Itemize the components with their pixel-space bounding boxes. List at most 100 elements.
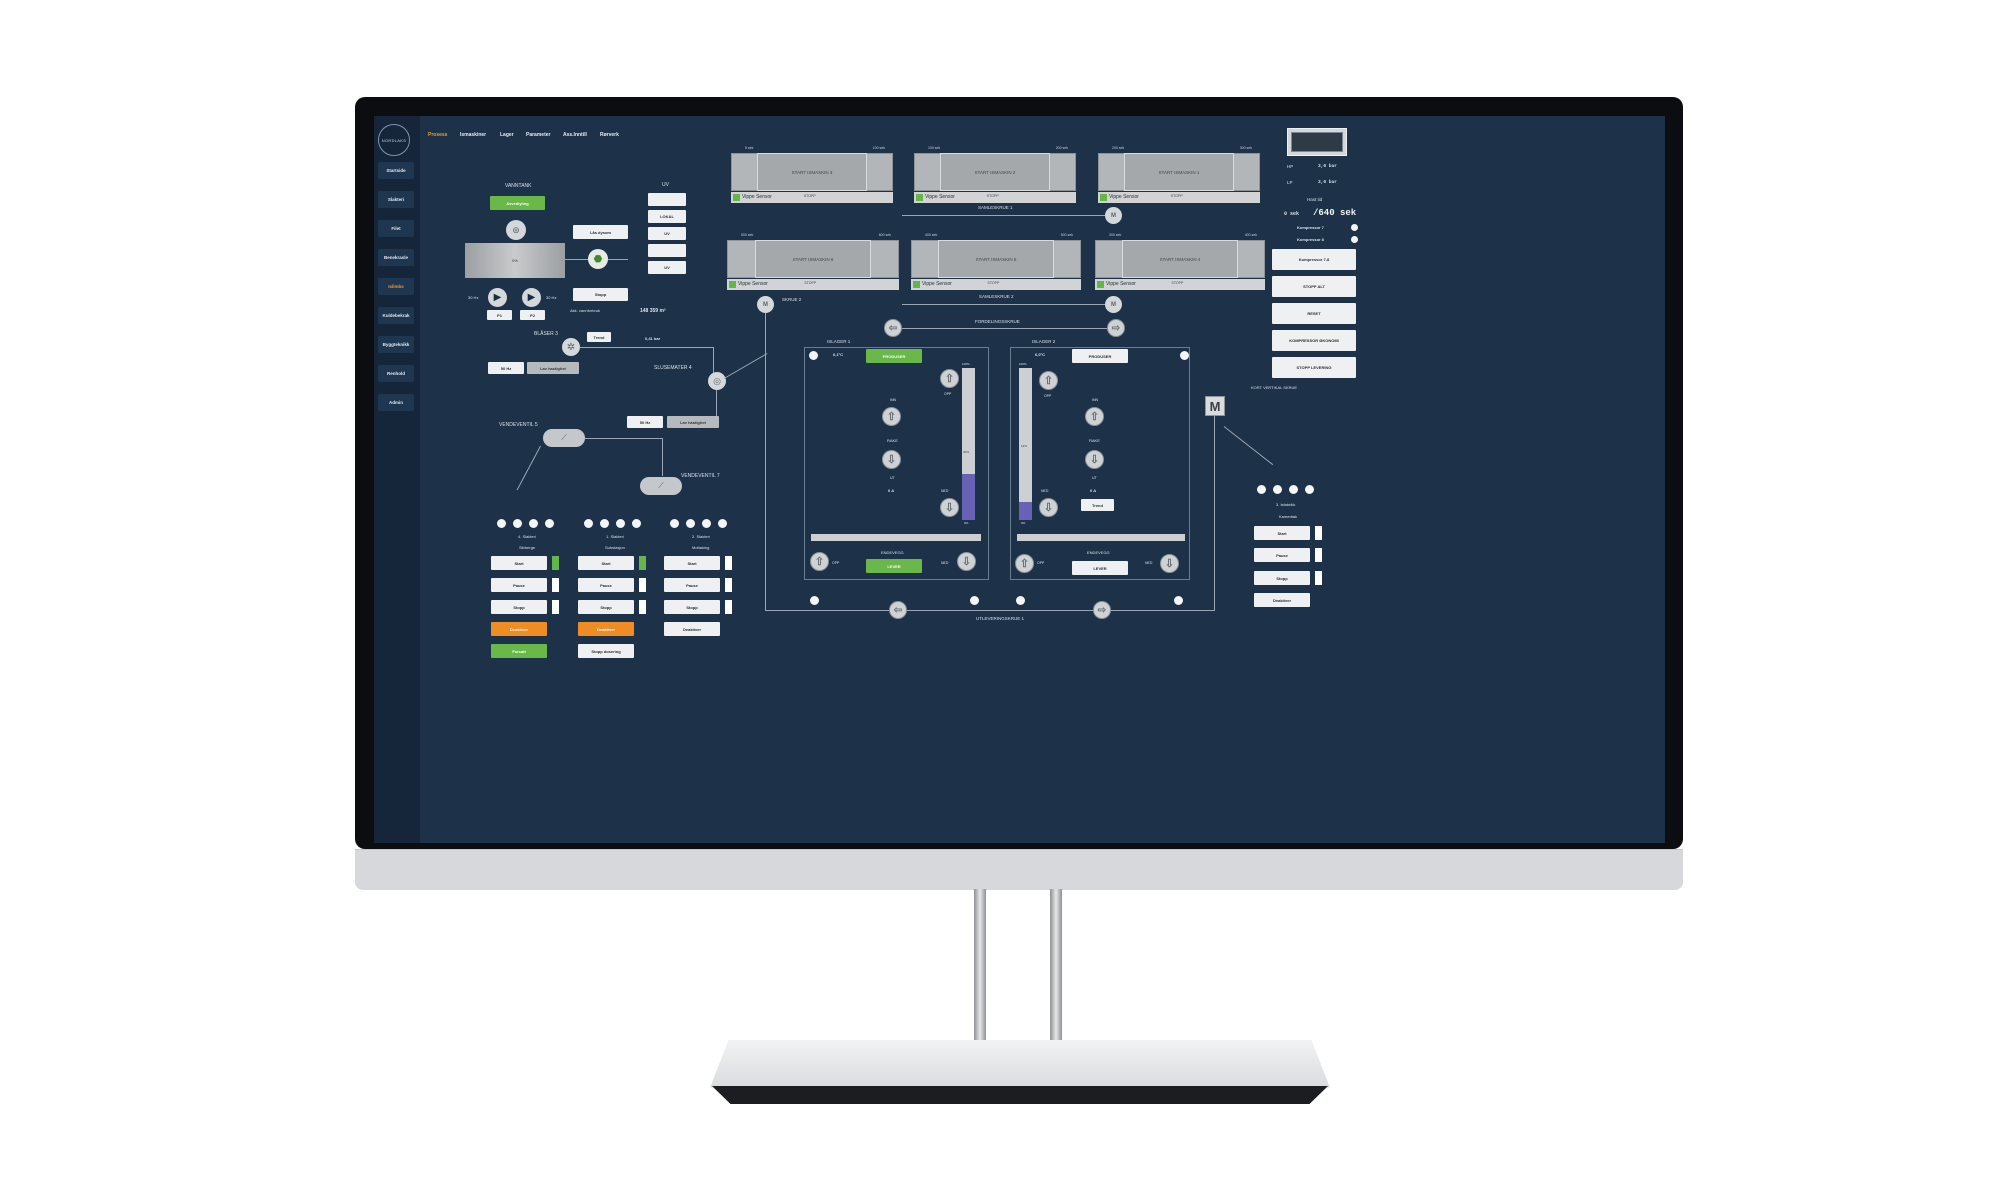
station4-stopp-button[interactable]: Stopp bbox=[1254, 571, 1310, 585]
silo2-trend-button[interactable]: Trend bbox=[1081, 499, 1114, 511]
silo2-endevegg-ned-arrow-icon[interactable]: ⇩ bbox=[1160, 554, 1179, 573]
silo1-produser-button[interactable]: PRODUSER bbox=[866, 349, 922, 363]
ice-machine-1[interactable]: 200 sek 300 sek START ISMASKIN 1 Vippe S… bbox=[1098, 144, 1260, 204]
dosing-pump-icon[interactable]: ⊛ bbox=[506, 220, 526, 240]
pump-p1-button[interactable]: P1 bbox=[487, 310, 512, 320]
stopp-levering-button[interactable]: STOPP LEVERING bbox=[1272, 357, 1356, 378]
station1-deaktiver-button[interactable]: Deaktiver bbox=[491, 622, 547, 636]
ice-machine-6-stop[interactable]: STOPP bbox=[804, 281, 817, 285]
ice-machine-2-stop[interactable]: STOPP bbox=[986, 194, 999, 198]
las-dysom-button[interactable]: Lås dysom bbox=[573, 225, 628, 239]
uv-row-5[interactable]: UV bbox=[648, 261, 686, 274]
station1-pause-button[interactable]: Pause bbox=[491, 578, 547, 592]
tab-ass-inntill[interactable]: Ass.Inntill bbox=[563, 132, 587, 138]
silo1-lever-button[interactable]: LEVER bbox=[866, 559, 922, 573]
avvedlyling-button[interactable]: Avvedlyling bbox=[490, 196, 545, 210]
sidebar-item-islimbs[interactable]: Islimbs bbox=[378, 278, 414, 295]
silo1-endevegg-ned-arrow-icon[interactable]: ⇩ bbox=[957, 552, 976, 571]
ice-machine-6-start-button[interactable]: START ISMASKIN 6 bbox=[754, 240, 872, 278]
slusemater-icon[interactable]: ◎ bbox=[708, 372, 726, 390]
tab-rorverk[interactable]: Rørverk bbox=[600, 132, 619, 138]
station1-forsatt-button[interactable]: Forsatt bbox=[491, 644, 547, 658]
utlevering-right-arrow-icon[interactable]: ⇨ bbox=[1093, 601, 1111, 619]
station3-start-button[interactable]: Start bbox=[664, 556, 720, 570]
compressor-controller[interactable] bbox=[1287, 128, 1347, 156]
tab-prosess[interactable]: Prosess bbox=[428, 132, 448, 138]
silo2-ned-arrow-icon[interactable]: ⇩ bbox=[1039, 498, 1058, 517]
sidebar-item-renhold[interactable]: Renhold bbox=[378, 365, 414, 382]
sluse-status-button[interactable]: Lav hastighet bbox=[667, 416, 719, 428]
station4-start-button[interactable]: Start bbox=[1254, 526, 1310, 540]
blaser3-trend-button[interactable]: Trend bbox=[587, 332, 611, 342]
silo1-ned-arrow-icon[interactable]: ⇩ bbox=[940, 498, 959, 517]
samleskrue2-motor-icon[interactable]: M bbox=[1105, 296, 1122, 313]
uv-row-2[interactable]: LOKAL bbox=[648, 210, 686, 223]
water-tank[interactable]: 0% bbox=[465, 243, 565, 278]
pump-p2-button[interactable]: P2 bbox=[520, 310, 545, 320]
kompressor-okonomi-button[interactable]: KOMPRESSOR ØKONOMI bbox=[1272, 330, 1356, 351]
station1-start-button[interactable]: Start bbox=[491, 556, 547, 570]
station2-stopp-dosering-button[interactable]: Stopp dosering bbox=[578, 644, 634, 658]
silo2-inn-arrow-icon[interactable]: ⇧ bbox=[1085, 407, 1104, 426]
blaser3-status-button[interactable]: Lav hastighet bbox=[527, 362, 579, 374]
uv-pump-icon[interactable]: ⬣ bbox=[588, 249, 608, 269]
silo2-ut-arrow-icon[interactable]: ⇩ bbox=[1085, 450, 1104, 469]
station1-stopp-button[interactable]: Stopp bbox=[491, 600, 547, 614]
pump-p1-icon[interactable]: ▶ bbox=[488, 288, 507, 307]
tab-parameter[interactable]: Parameter bbox=[526, 132, 551, 138]
ice-machine-2[interactable]: 100 sek 200 sek START ISMASKIN 2 Vippe S… bbox=[914, 144, 1076, 204]
water-stopp-button[interactable]: Stopp bbox=[573, 288, 628, 301]
station4-deaktiver-button[interactable]: Deaktiver bbox=[1254, 593, 1310, 607]
reset-button[interactable]: RESET bbox=[1272, 303, 1356, 324]
sidebar-item-benekrasle[interactable]: Benekrasle bbox=[378, 249, 414, 266]
ice-machine-5-start-button[interactable]: START ISMASKIN 5 bbox=[938, 240, 1054, 278]
silo2-opp-arrow-icon[interactable]: ⇧ bbox=[1039, 371, 1058, 390]
silo2-endevegg-opp-arrow-icon[interactable]: ⇧ bbox=[1015, 554, 1034, 573]
tab-ismaskiner[interactable]: Ismaskiner bbox=[460, 132, 487, 138]
silo2-produser-button[interactable]: PRODUSER bbox=[1072, 349, 1128, 363]
kompressor-7-8-button[interactable]: Kompressor 7-8 bbox=[1272, 249, 1356, 270]
blower-fan-icon[interactable]: ✲ bbox=[562, 338, 580, 356]
sidebar-item-slakteri[interactable]: Slakteri bbox=[378, 191, 414, 208]
fordeling-right-arrow-icon[interactable]: ⇨ bbox=[1107, 319, 1125, 337]
station4-pause-button[interactable]: Pause bbox=[1254, 548, 1310, 562]
silo1-inn-arrow-icon[interactable]: ⇧ bbox=[882, 407, 901, 426]
station2-stopp-button[interactable]: Stopp bbox=[578, 600, 634, 614]
utlevering-left-arrow-icon[interactable]: ⇦ bbox=[889, 601, 907, 619]
vendeventil7-icon[interactable]: ⟋ bbox=[640, 477, 682, 495]
ice-machine-1-stop[interactable]: STOPP bbox=[1170, 194, 1183, 198]
ice-machine-3[interactable]: 5 sek 100 sek START ISMASKIN 3 Vippe Sen… bbox=[731, 144, 893, 204]
ice-machine-5-stop[interactable]: STOPP bbox=[987, 281, 1000, 285]
sluse-hz[interactable]: 50 Hz bbox=[627, 416, 663, 428]
uv-row-3[interactable]: UV bbox=[648, 227, 686, 240]
station2-pause-button[interactable]: Pause bbox=[578, 578, 634, 592]
ice-machine-6[interactable]: 500 sek 600 sek START ISMASKIN 6 Vippe S… bbox=[727, 231, 899, 291]
silo1-opp-arrow-icon[interactable]: ⇧ bbox=[940, 369, 959, 388]
sidebar-item-admin[interactable]: Admin bbox=[378, 394, 414, 411]
ice-machine-3-start-button[interactable]: START ISMASKIN 3 bbox=[756, 153, 868, 191]
station2-start-button[interactable]: Start bbox=[578, 556, 634, 570]
fordeling-left-arrow-icon[interactable]: ⇦ bbox=[884, 319, 902, 337]
sidebar-item-kuldebekrak[interactable]: Kuldebekrak bbox=[378, 307, 414, 324]
stopp-alt-button[interactable]: STOPP ALT bbox=[1272, 276, 1356, 297]
uv-row-4[interactable] bbox=[648, 244, 686, 257]
ice-machine-2-start-button[interactable]: START ISMASKIN 2 bbox=[939, 153, 1051, 191]
ice-machine-4-start-button[interactable]: START ISMASKIN 4 bbox=[1122, 240, 1238, 278]
tab-lager[interactable]: Lager bbox=[500, 132, 514, 138]
silo1-endevegg-opp-arrow-icon[interactable]: ⇧ bbox=[810, 552, 829, 571]
vendeventil5-icon[interactable]: ⟋ bbox=[543, 429, 585, 447]
skrue2-motor-icon[interactable]: M bbox=[757, 296, 774, 313]
ice-machine-5[interactable]: 400 sek 500 sek START ISMASKIN 5 Vippe S… bbox=[911, 231, 1081, 291]
sidebar-item-startside[interactable]: Startside bbox=[378, 162, 414, 179]
ice-machine-4[interactable]: 300 sek 400 sek START ISMASKIN 4 Vippe S… bbox=[1095, 231, 1265, 291]
sidebar-item-filet[interactable]: Filet bbox=[378, 220, 414, 237]
samleskrue1-motor-icon[interactable]: M bbox=[1105, 207, 1122, 224]
ice-machine-1-start-button[interactable]: START ISMASKIN 1 bbox=[1123, 153, 1235, 191]
station3-pause-button[interactable]: Pause bbox=[664, 578, 720, 592]
station3-stopp-button[interactable]: Stopp bbox=[664, 600, 720, 614]
silo2-lever-button[interactable]: LEVER bbox=[1072, 561, 1128, 575]
uv-row-1[interactable] bbox=[648, 193, 686, 206]
blaser3-hz[interactable]: 50 Hz bbox=[488, 362, 524, 374]
sidebar-item-byggteknikk[interactable]: Byggteknikk bbox=[378, 336, 414, 353]
station2-deaktiver-button[interactable]: Deaktiver bbox=[578, 622, 634, 636]
